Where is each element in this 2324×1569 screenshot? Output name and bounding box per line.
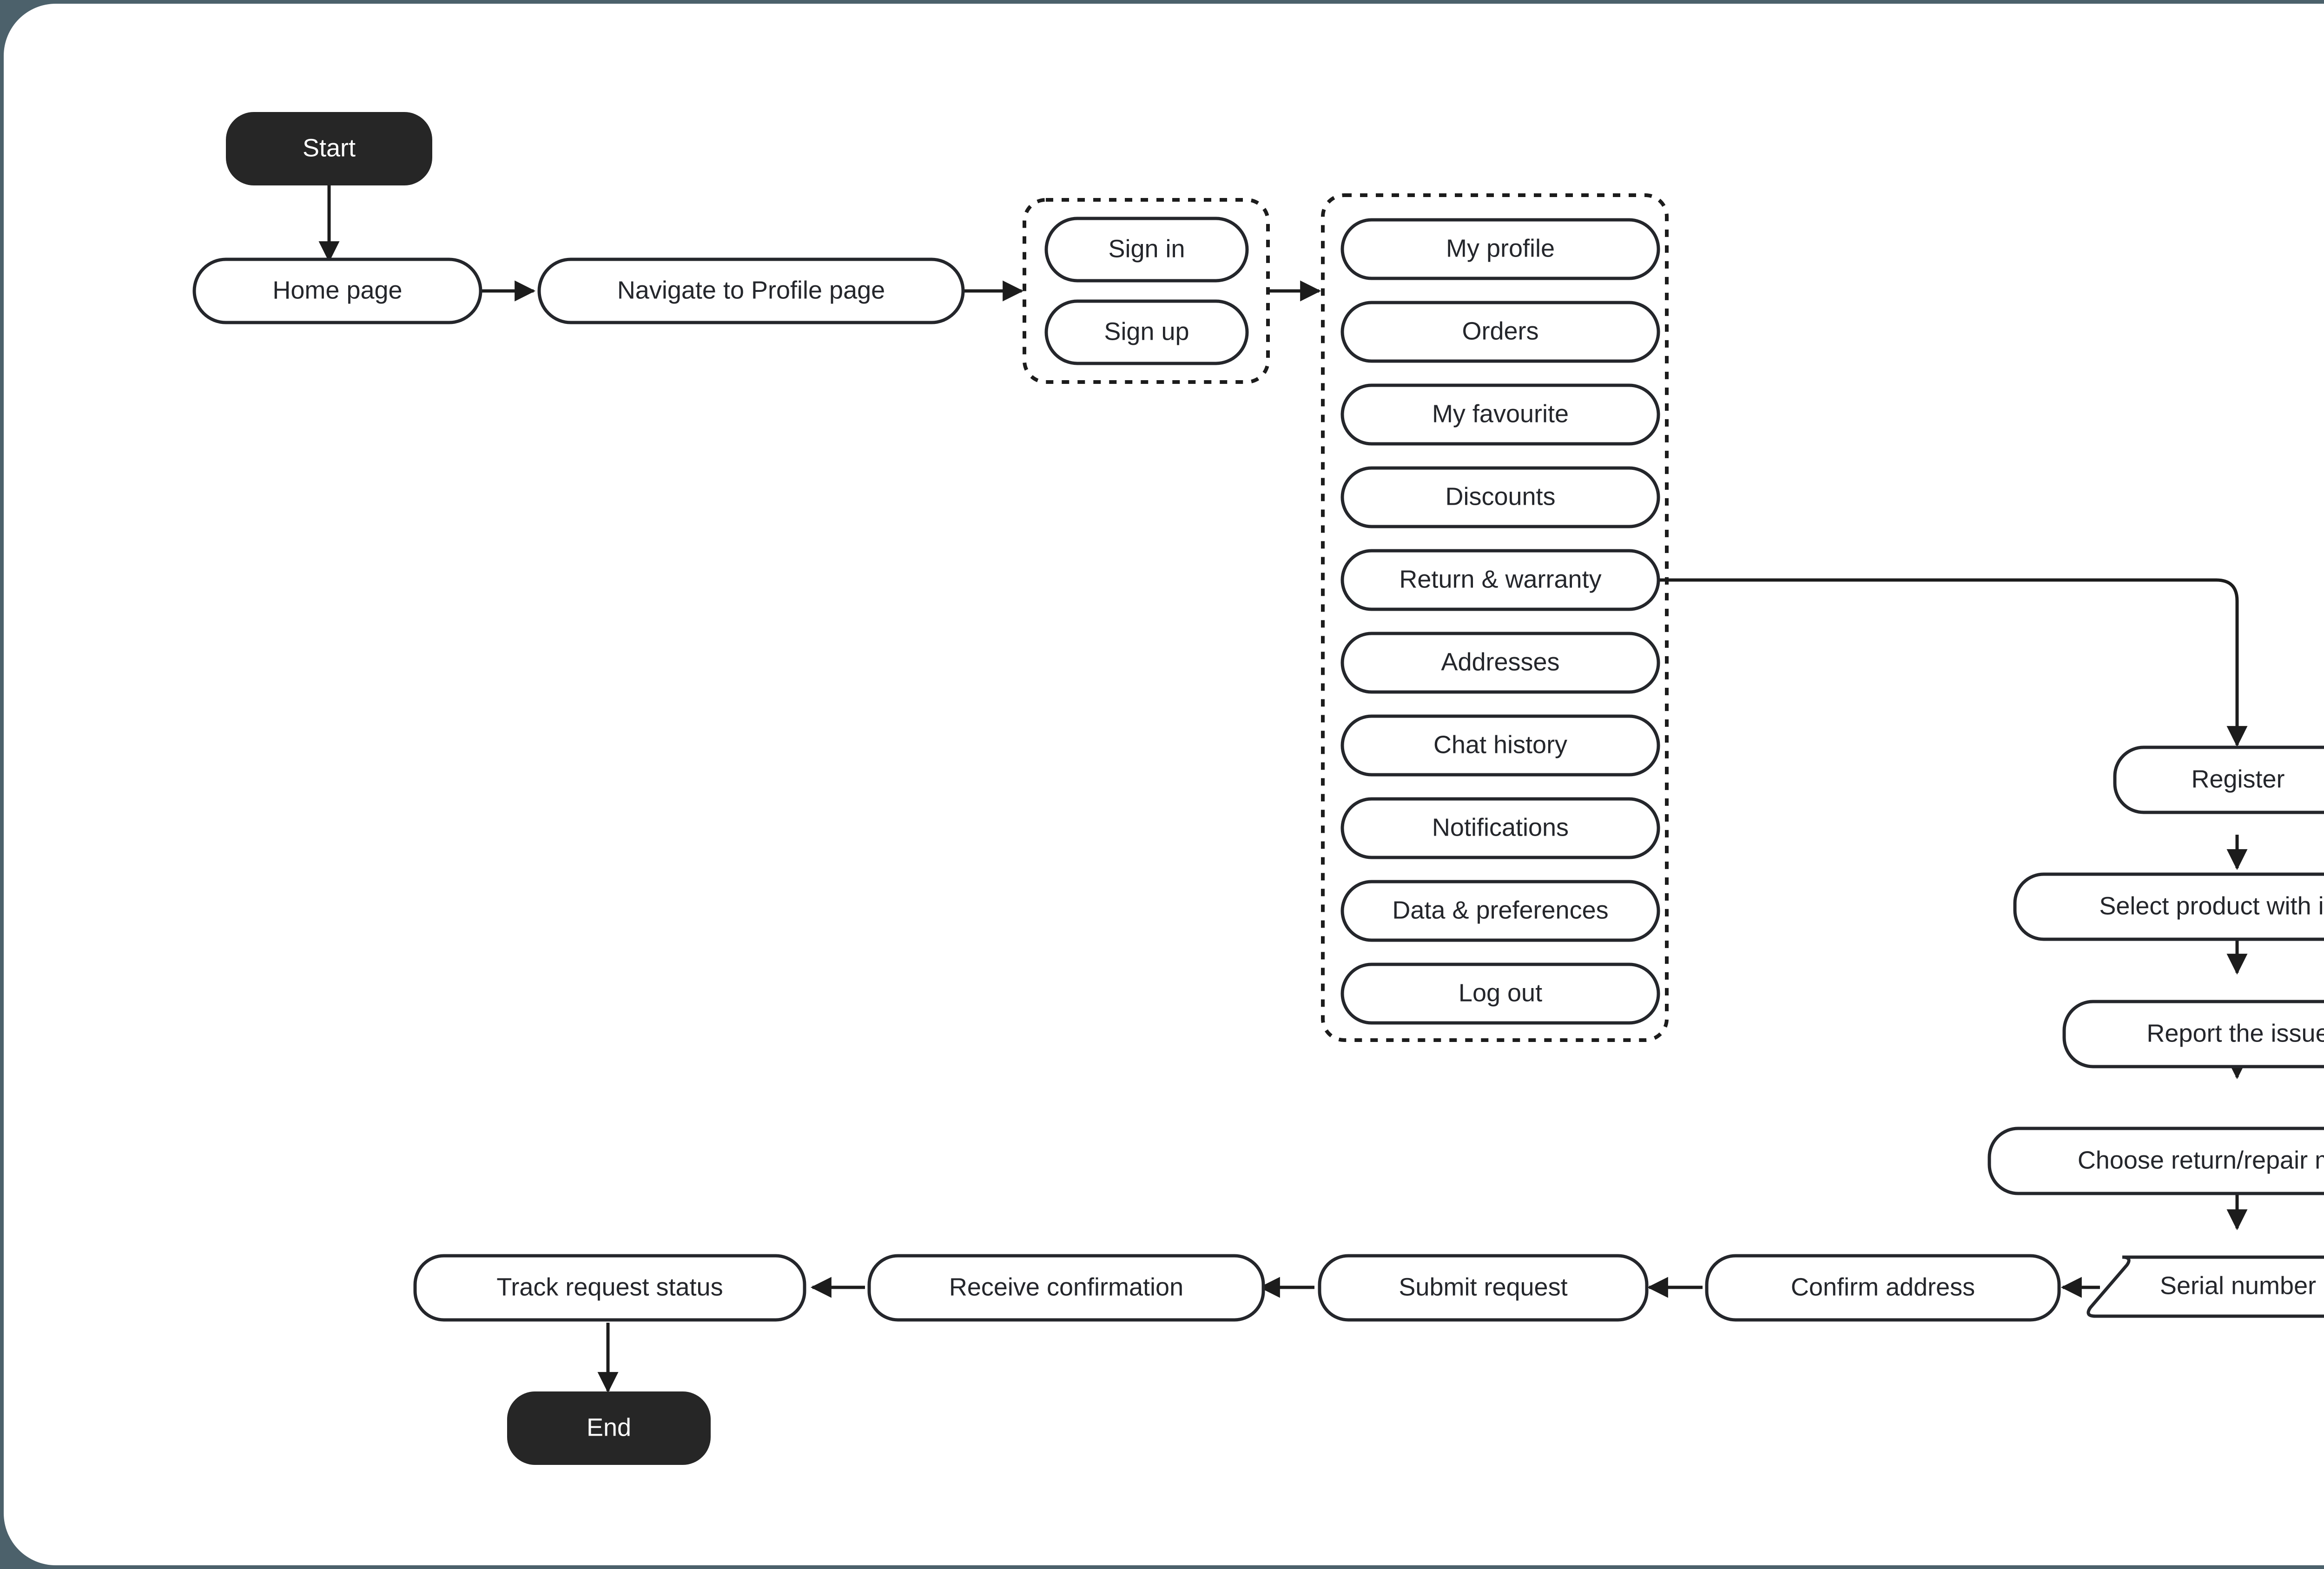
diagram-canvas: Start Home page Navigate to Profile page…	[4, 4, 2324, 1565]
profile-menu-item-log-out-shape	[1340, 962, 1660, 1025]
flowchart-svg: Start Home page Navigate to Profile page…	[192, 112, 2324, 1465]
auth-item-sign-up[interactable]: Sign up	[1044, 299, 1249, 365]
node-end[interactable]: End	[507, 1391, 711, 1465]
auth-item-sign-up-label: Sign up	[1104, 317, 1189, 345]
profile-menu-item-return-warranty[interactable]: Return & warranty	[1340, 549, 1660, 611]
node-confirm-address[interactable]: Confirm address	[1705, 1254, 2061, 1322]
profile-menu-item-my-favourite[interactable]: My favourite	[1340, 383, 1660, 446]
node-report-issue-label: Report the issue	[2146, 1019, 2324, 1047]
auth-item-sign-in-label: Sign in	[1108, 235, 1185, 263]
profile-menu-item-my-favourite-shape	[1340, 383, 1660, 446]
profile-menu-item-data-preferences-label: Data & preferences	[1392, 896, 1608, 924]
node-submit-request[interactable]: Submit request	[1318, 1254, 1649, 1322]
edge-return-warranty-to-register	[1656, 578, 2248, 747]
node-serial-number-label: Serial number	[2160, 1272, 2316, 1299]
node-register-label: Register	[2191, 765, 2284, 793]
node-start-label: Start	[303, 134, 356, 162]
profile-menu-item-addresses[interactable]: Addresses	[1340, 632, 1660, 694]
node-choose-method-label: Choose return/repair method	[2078, 1146, 2324, 1174]
profile-menu-item-data-preferences[interactable]: Data & preferences	[1340, 880, 1660, 942]
node-submit-request-label: Submit request	[1399, 1273, 1567, 1301]
node-home-page[interactable]: Home page	[192, 257, 482, 324]
auth-item-sign-in-shape	[1044, 217, 1249, 283]
node-track-status-label: Track request status	[496, 1273, 723, 1301]
profile-menu-item-orders-shape	[1340, 301, 1660, 363]
node-receive-confirmation[interactable]: Receive confirmation	[867, 1254, 1265, 1322]
profile-menu-item-my-profile-label: My profile	[1446, 234, 1555, 262]
node-home-page-label: Home page	[272, 276, 402, 304]
profile-menu-item-my-profile[interactable]: My profile	[1340, 218, 1660, 280]
profile-menu-item-addresses-shape	[1340, 632, 1660, 694]
profile-menu-item-addresses-label: Addresses	[1441, 648, 1559, 676]
node-choose-method-shape	[1987, 1127, 2324, 1195]
node-select-product-label: Select product with issue	[2099, 892, 2324, 920]
node-select-product[interactable]: Select product with issue	[2013, 872, 2324, 941]
node-home-page-shape	[192, 257, 482, 324]
profile-menu-item-discounts-label: Discounts	[1445, 482, 1555, 510]
auth-item-sign-up-shape	[1044, 299, 1249, 365]
profile-menu-item-notifications[interactable]: Notifications	[1340, 797, 1660, 859]
node-receive-confirmation-shape	[867, 1254, 1265, 1322]
node-choose-method[interactable]: Choose return/repair method	[1987, 1127, 2324, 1195]
node-serial-number[interactable]: Serial number	[2086, 1255, 2324, 1318]
profile-menu-item-discounts[interactable]: Discounts	[1340, 466, 1660, 528]
profile-menu-item-notifications-label: Notifications	[1432, 813, 1569, 841]
profile-menu-item-orders-label: Orders	[1462, 317, 1538, 345]
profile-menu-item-data-preferences-shape	[1340, 880, 1660, 942]
profile-menu-item-my-profile-shape	[1340, 218, 1660, 280]
node-track-status-shape	[413, 1254, 806, 1322]
node-receive-confirmation-label: Receive confirmation	[949, 1273, 1183, 1301]
profile-menu-item-log-out-label: Log out	[1459, 979, 1542, 1007]
node-end-label: End	[587, 1413, 631, 1441]
node-track-status[interactable]: Track request status	[413, 1254, 806, 1322]
profile-menu-item-orders[interactable]: Orders	[1340, 301, 1660, 363]
node-report-issue[interactable]: Report the issue	[2062, 1000, 2324, 1068]
profile-menu-item-discounts-shape	[1340, 466, 1660, 528]
auth-group-container	[1023, 198, 1270, 384]
node-confirm-address-shape	[1705, 1254, 2061, 1322]
profile-menu-item-notifications-shape	[1340, 797, 1660, 859]
node-serial-number-shape	[2086, 1255, 2324, 1318]
node-navigate-profile-shape	[537, 257, 965, 324]
profile-menu-item-log-out[interactable]: Log out	[1340, 962, 1660, 1025]
node-register[interactable]: Register	[2113, 745, 2324, 814]
node-select-product-shape	[2013, 872, 2324, 941]
profile-menu-item-return-warranty-label: Return & warranty	[1399, 565, 1601, 593]
profile-menu-item-my-favourite-label: My favourite	[1432, 400, 1569, 428]
profile-menu-item-chat-history-label: Chat history	[1433, 731, 1567, 758]
node-navigate-profile-label: Navigate to Profile page	[617, 276, 885, 304]
node-report-issue-shape	[2062, 1000, 2324, 1068]
profile-menu-item-chat-history-shape	[1340, 714, 1660, 777]
node-start-shape	[226, 112, 432, 185]
node-submit-request-shape	[1318, 1254, 1649, 1322]
node-end-shape	[507, 1391, 711, 1465]
profile-menu-item-chat-history[interactable]: Chat history	[1340, 714, 1660, 777]
profile-menu-item-return-warranty-shape	[1340, 549, 1660, 611]
node-navigate-profile[interactable]: Navigate to Profile page	[537, 257, 965, 324]
node-register-shape	[2113, 745, 2324, 814]
auth-item-sign-in[interactable]: Sign in	[1044, 217, 1249, 283]
node-start[interactable]: Start	[226, 112, 432, 185]
node-confirm-address-label: Confirm address	[1791, 1273, 1975, 1301]
